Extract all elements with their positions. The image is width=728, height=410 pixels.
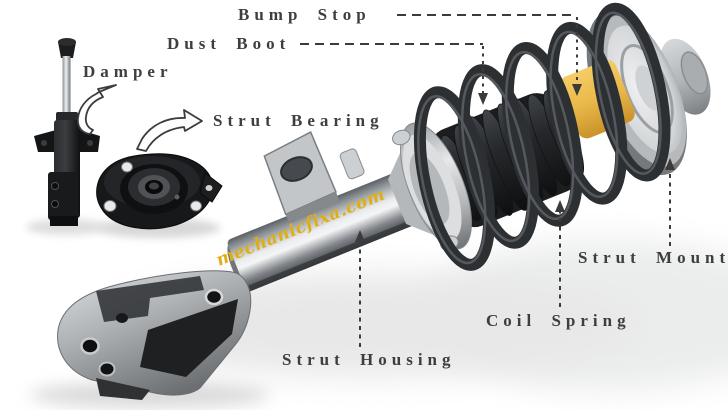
- label-strut-bearing: Strut Bearing: [213, 111, 384, 130]
- damper-thumbnail: [34, 38, 100, 226]
- label-strut-mount: Strut Mount: [578, 248, 728, 267]
- tube-stub: [339, 148, 365, 180]
- strut-housing-bracket: [57, 270, 252, 400]
- label-damper: Damper: [83, 62, 173, 81]
- label-coil-spring: Coil Spring: [486, 311, 631, 330]
- label-strut-housing: Strut Housing: [282, 350, 456, 369]
- tube-bracket-tab: [263, 130, 340, 224]
- strut-bearing-arrow: [136, 109, 203, 152]
- leader-strut-housing: [355, 230, 365, 347]
- leader-dust-boot: [300, 43, 488, 105]
- damper-arrow: [77, 84, 117, 135]
- leader-strut-mount: [665, 158, 675, 246]
- coil-spring-part: [413, 2, 671, 271]
- strut-assembly: [227, 2, 711, 293]
- leader-coil-spring: [555, 200, 565, 307]
- label-dust-boot: Dust Boot: [167, 34, 291, 53]
- leader-bump-stop: [397, 14, 582, 96]
- strut-bearing-part: [96, 153, 223, 230]
- label-bump-stop: Bump Stop: [238, 5, 371, 24]
